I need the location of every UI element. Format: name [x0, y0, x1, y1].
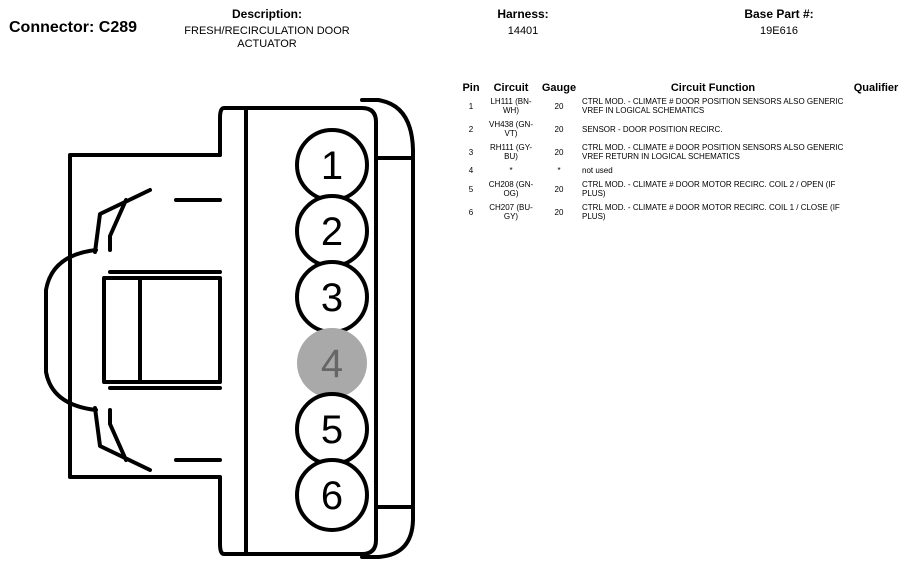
gauge-cell: * — [557, 166, 561, 175]
pin-number-label: 3 — [321, 276, 343, 320]
description-value: FRESH/RECIRCULATION DOOR ACTUATOR — [184, 25, 350, 50]
column-header-qualifier: Qualifier — [853, 82, 899, 94]
function-cell: CTRL MOD. - CLIMATE # DOOR MOTOR RECIRC.… — [582, 180, 836, 198]
circuit-cell: LH111 (BN-WH) — [490, 97, 532, 115]
table-row: 3 RH111 (GY-BU) 20 CTRL MOD. - CLIMATE #… — [458, 142, 906, 165]
function-cell: CTRL MOD. - CLIMATE # DOOR POSITION SENS… — [582, 97, 844, 115]
pin-number-label: 2 — [321, 210, 343, 254]
column-header-circuit-function: Circuit Function — [670, 82, 756, 94]
connector-housing-outline — [44, 98, 415, 559]
base-part-label: Base Part #: — [744, 7, 814, 21]
function-cell: SENSOR - DOOR POSITION RECIRC. — [582, 124, 723, 134]
gauge-cell: 20 — [554, 147, 564, 157]
circuit-cell: CH208 (GN-OG) — [488, 180, 534, 198]
pin-number-label: 1 — [321, 144, 343, 188]
function-cell: CTRL MOD. - CLIMATE # DOOR POSITION SENS… — [582, 143, 844, 161]
table-row: 1 LH111 (BN-WH) 20 CTRL MOD. - CLIMATE #… — [458, 96, 906, 119]
harness-label: Harness: — [497, 7, 549, 21]
pin-number-label: 6 — [321, 474, 343, 518]
qualifier-cell — [846, 202, 906, 225]
table-row: 4 * * not used — [458, 165, 906, 179]
table-row: 2 VH438 (GN-VT) 20 SENSOR - DOOR POSITIO… — [458, 119, 906, 142]
pin-table-header-row: Pin Circuit Gauge Circuit Function Quali… — [458, 82, 906, 96]
column-header-gauge: Gauge — [541, 82, 577, 94]
base-part-value: 19E616 — [760, 25, 798, 37]
pin-cell: 6 — [468, 207, 474, 217]
harness-value: 14401 — [507, 25, 539, 37]
description-label: Description: — [231, 7, 302, 21]
gauge-cell: 20 — [554, 207, 564, 217]
connector-face-diagram: 1 2 3 4 5 6 — [44, 98, 415, 559]
pin-cavity-6 — [295, 458, 369, 532]
qualifier-cell — [846, 179, 906, 202]
pin-cell: 3 — [468, 147, 474, 157]
table-row: 5 CH208 (GN-OG) 20 CTRL MOD. - CLIMATE #… — [458, 179, 906, 202]
pin-number-label: 5 — [321, 408, 343, 452]
pin-cavity-4 — [297, 328, 367, 398]
qualifier-cell — [846, 119, 906, 142]
circuit-cell: * — [509, 166, 513, 175]
table-row: 6 CH207 (BU-GY) 20 CTRL MOD. - CLIMATE #… — [458, 202, 906, 225]
circuit-cell: CH207 (BU-GY) — [489, 203, 533, 221]
pin-number-label: 4 — [321, 342, 343, 386]
qualifier-cell — [846, 142, 906, 165]
function-cell: CTRL MOD. - CLIMATE # DOOR MOTOR RECIRC.… — [582, 203, 840, 221]
gauge-cell: 20 — [554, 124, 564, 134]
column-header-pin: Pin — [462, 82, 480, 94]
pin-cell: 2 — [468, 124, 474, 134]
circuit-cell: VH438 (GN-VT) — [488, 120, 533, 138]
pin-table: Pin Circuit Gauge Circuit Function Quali… — [458, 82, 906, 225]
pin-cell: 4 — [468, 166, 474, 175]
column-header-circuit: Circuit — [493, 82, 529, 94]
qualifier-cell — [846, 165, 906, 179]
pin-cell: 1 — [468, 101, 474, 111]
circuit-cell: RH111 (GY-BU) — [489, 143, 533, 161]
connector-title: Connector: C289 — [9, 19, 138, 36]
gauge-cell: 20 — [554, 184, 564, 194]
function-cell: not used — [582, 166, 613, 175]
qualifier-cell — [846, 96, 906, 119]
gauge-cell: 20 — [554, 101, 564, 111]
pin-cavities: 1 2 3 4 5 6 — [295, 128, 369, 532]
pin-cell: 5 — [468, 184, 474, 194]
